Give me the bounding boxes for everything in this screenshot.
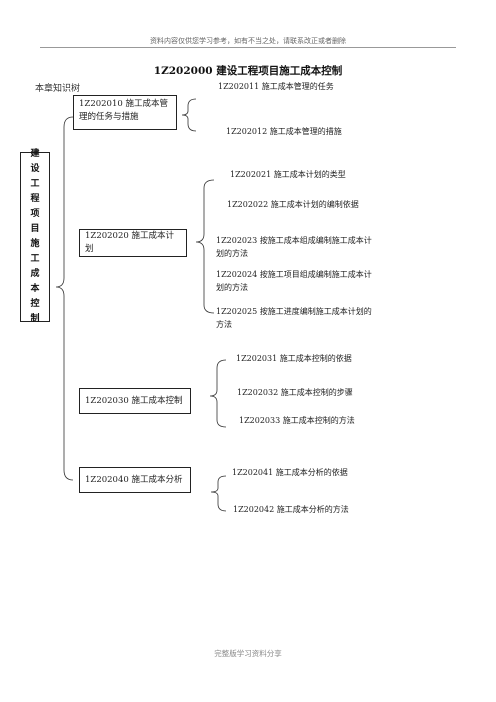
leaf-item: 1Z202041 施工成本分析的依据 xyxy=(232,468,348,477)
leaf-item: 1Z202021 施工成本计划的类型 xyxy=(230,170,346,179)
header-note: 资料内容仅供您学习参考，如有不当之处，请联系改正或者删除 xyxy=(150,37,346,45)
root-brace xyxy=(55,116,74,481)
section-node-4: 1Z202040 施工成本分析 xyxy=(79,467,191,493)
knowledge-tree-label: 本章知识树 xyxy=(35,84,81,94)
brace-section-4 xyxy=(210,475,227,512)
leaf-item: 1Z202032 施工成本控制的步骤 xyxy=(237,388,353,397)
leaf-item: 1Z202022 施工成本计划的编制依据 xyxy=(227,200,359,209)
section-node-label: 1Z202020 施工成本计划 xyxy=(85,231,174,254)
section-node-label: 1Z202040 施工成本分析 xyxy=(85,474,183,485)
leaf-item: 1Z202023 按施工成本组成编制施工成本计划的方法 xyxy=(216,236,372,258)
section-node-label: 1Z202030 施工成本控制 xyxy=(85,395,183,406)
leaf-item: 1Z202042 施工成本分析的方法 xyxy=(233,505,349,514)
leaf-item: 1Z202033 施工成本控制的方法 xyxy=(239,416,355,425)
root-node-label: 建设工程项目施工成本控制 xyxy=(30,149,40,324)
page-title: 1Z202000 建设工程项目施工成本控制 xyxy=(153,65,343,77)
brace-section-3 xyxy=(209,359,227,428)
leaf-item: 1Z202025 按施工进度编制施工成本计划的方法 xyxy=(216,307,372,329)
leaf-item: 1Z202012 施工成本管理的措施 xyxy=(226,127,342,136)
leaf-item: 1Z202024 按施工项目组成编制施工成本计划的方法 xyxy=(216,270,372,292)
header-divider xyxy=(40,47,456,48)
section-node-2: 1Z202020 施工成本计划 xyxy=(79,229,187,257)
leaf-item: 1Z202031 施工成本控制的依据 xyxy=(236,354,352,363)
leaf-item: 1Z202011 施工成本管理的任务 xyxy=(218,82,334,91)
root-node: 建设工程项目施工成本控制 xyxy=(20,149,50,324)
section-node-3: 1Z202030 施工成本控制 xyxy=(79,388,191,414)
brace-section-2 xyxy=(195,179,215,314)
section-node-label: 1Z202010 施工成本管理的任务与措施 xyxy=(79,99,168,122)
brace-section-1 xyxy=(181,98,197,132)
footer-note: 完整版学习资料分享 xyxy=(214,649,282,658)
section-node-1: 1Z202010 施工成本管理的任务与措施 xyxy=(73,95,177,130)
